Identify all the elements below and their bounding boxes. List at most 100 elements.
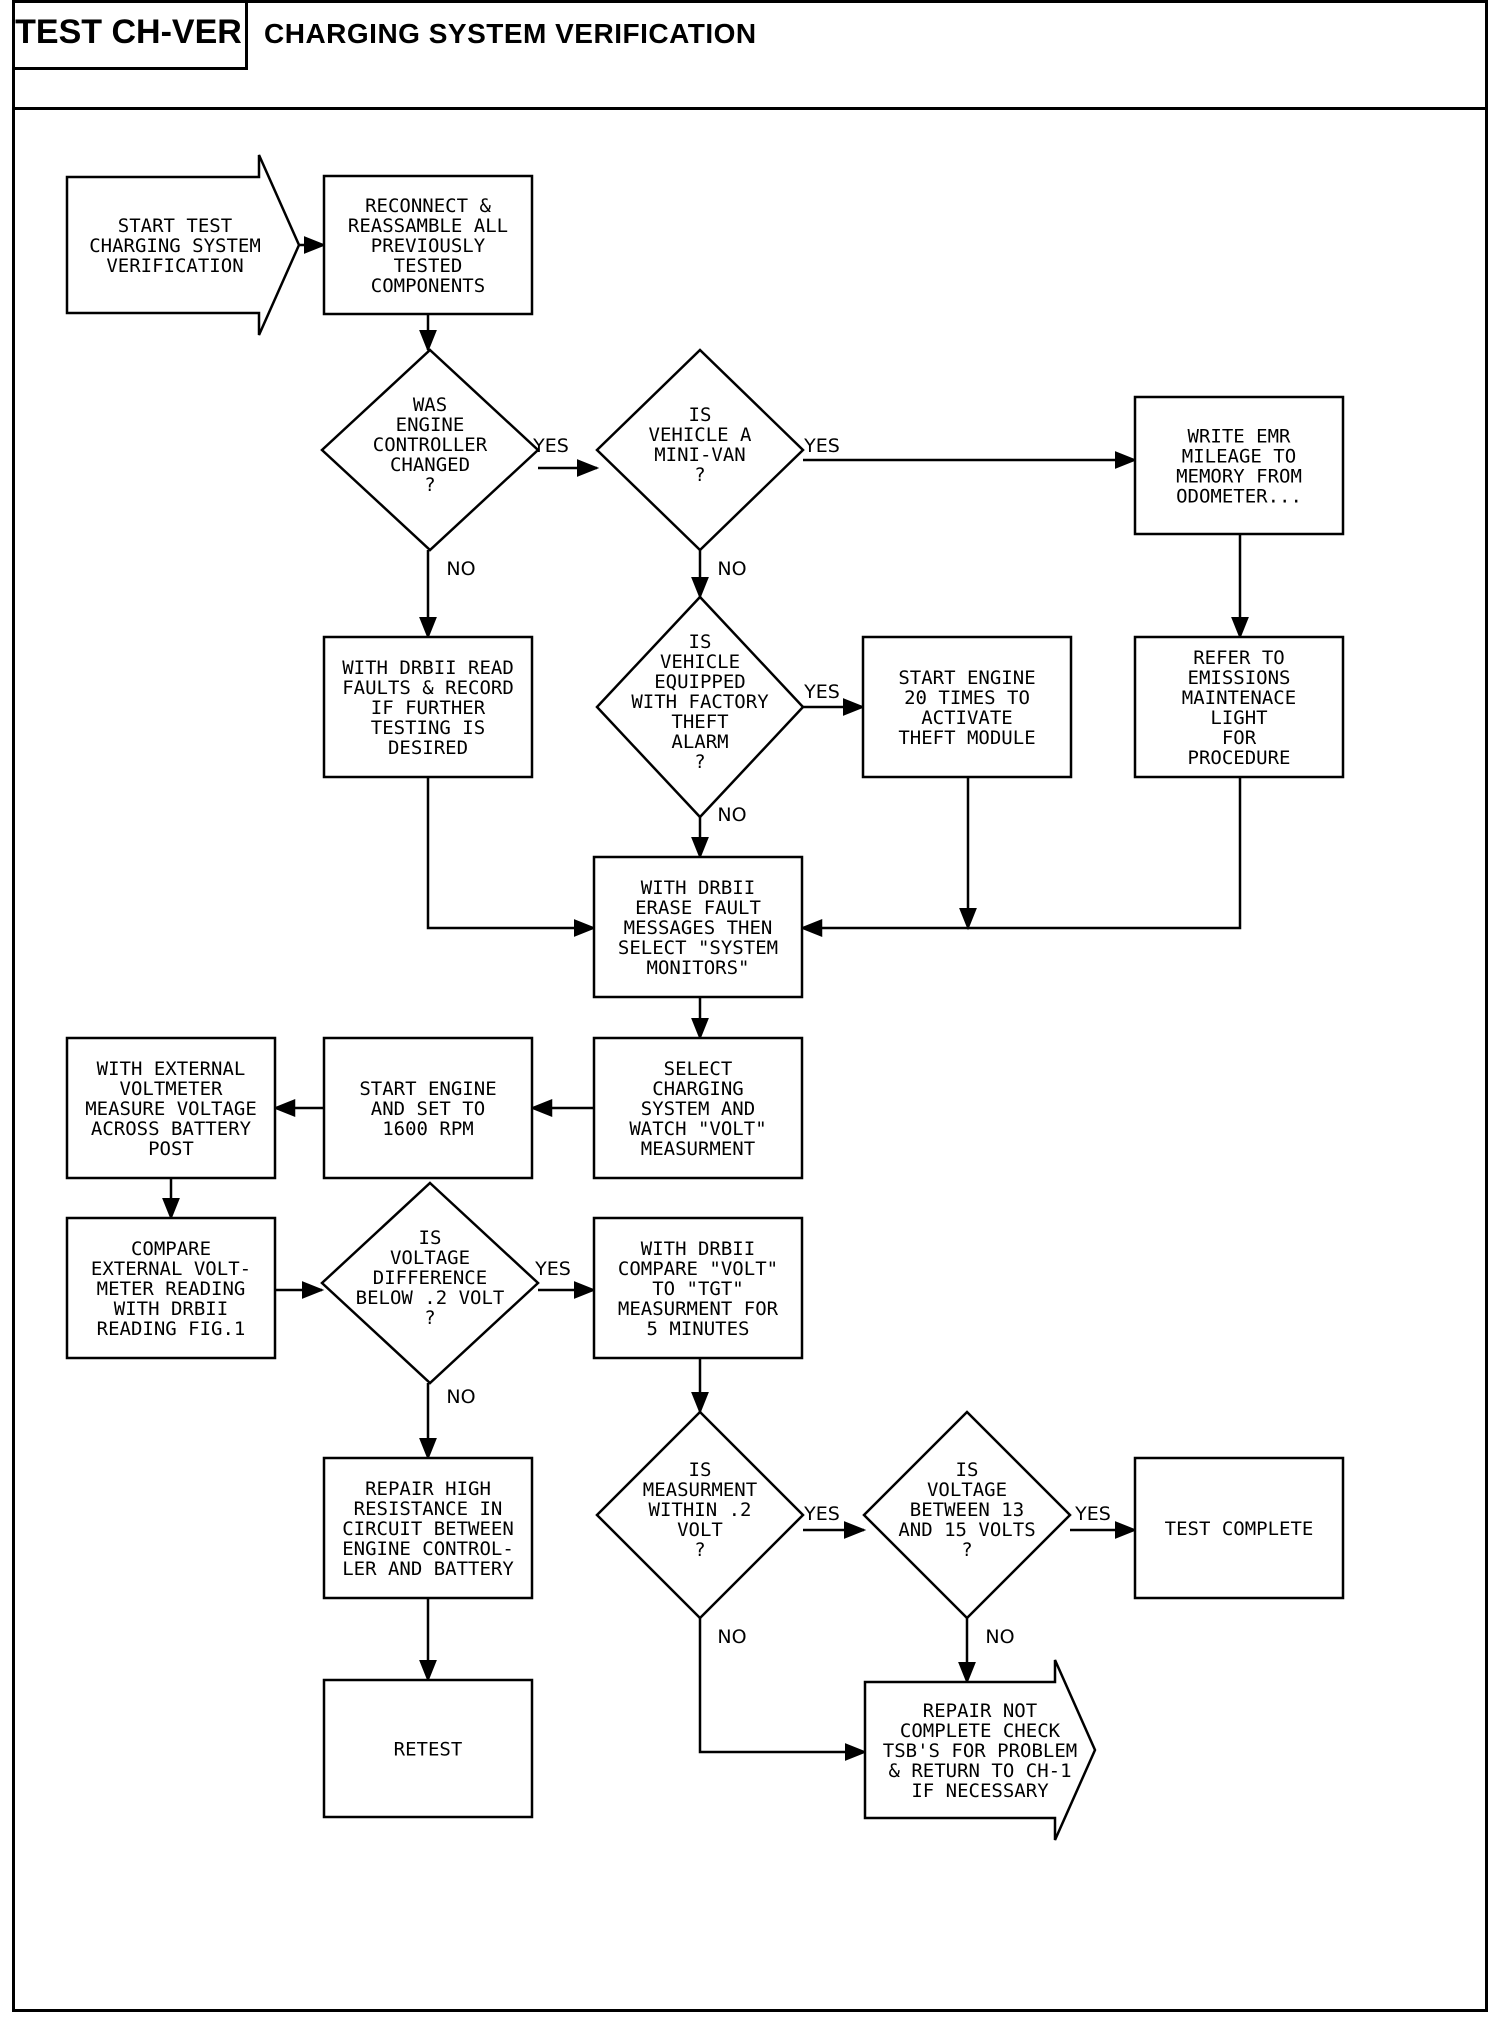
node-text: MAINTENACE bbox=[1182, 687, 1296, 709]
node-text: ? bbox=[424, 1307, 435, 1329]
yes-label: YES bbox=[803, 681, 840, 703]
no-label: NO bbox=[717, 804, 746, 826]
node-text: CHARGING SYSTEM bbox=[89, 235, 261, 257]
node-text: WATCH "VOLT" bbox=[629, 1118, 766, 1140]
page-frame bbox=[12, 0, 1488, 2012]
node-retest: RETEST bbox=[322, 1678, 534, 1819]
node-text: TEST COMPLETE bbox=[1165, 1518, 1314, 1540]
node-text: REFER TO bbox=[1193, 647, 1285, 669]
node-text: WRITE EMR bbox=[1188, 426, 1292, 448]
node-text: START TEST bbox=[118, 215, 232, 237]
node-text: IS bbox=[689, 404, 712, 426]
node-text: BETWEEN 13 bbox=[910, 1499, 1024, 1521]
connector-line bbox=[799, 777, 1242, 937]
connector-line bbox=[426, 777, 597, 937]
node-text: RESISTANCE IN bbox=[354, 1498, 503, 1520]
node-text: VEHICLE bbox=[660, 651, 740, 673]
node-text: 20 TIMES TO bbox=[904, 687, 1030, 709]
node-text: ACTIVATE bbox=[921, 707, 1013, 729]
yes-label: YES bbox=[803, 435, 840, 457]
node-text: MONITORS" bbox=[647, 957, 750, 979]
node-text: WAS bbox=[413, 394, 447, 416]
no-label: NO bbox=[446, 558, 475, 580]
node-text: LER AND BATTERY bbox=[342, 1558, 514, 1580]
node-text: ? bbox=[694, 751, 705, 773]
node-text: FOR bbox=[1222, 727, 1257, 749]
node-text: REPAIR HIGH bbox=[365, 1478, 491, 1500]
node-refer-emissions: REFER TOEMISSIONSMAINTENACELIGHTFORPROCE… bbox=[1133, 635, 1345, 779]
node-text: FAULTS & RECORD bbox=[342, 677, 514, 699]
node-text: ENGINE bbox=[396, 414, 465, 436]
node-text: TO "TGT" bbox=[652, 1278, 744, 1300]
node-text: EXTERNAL VOLT- bbox=[91, 1258, 251, 1280]
node-text: IF NECESSARY bbox=[911, 1780, 1049, 1802]
yes-label: YES bbox=[803, 1503, 840, 1525]
node-text: WITH DRBII bbox=[641, 877, 755, 899]
node-text: AND 15 VOLTS bbox=[898, 1519, 1035, 1541]
node-text: IS bbox=[419, 1227, 442, 1249]
node-text: TESTED bbox=[394, 255, 463, 277]
node-text: ODOMETER... bbox=[1176, 486, 1302, 508]
flow-connectors bbox=[162, 236, 1249, 1761]
node-text: ENGINE CONTROL- bbox=[342, 1538, 514, 1560]
node-text: COMPARE "VOLT" bbox=[618, 1258, 778, 1280]
yes-label: YES bbox=[1074, 1503, 1111, 1525]
connector-line bbox=[698, 1618, 868, 1761]
node-text: MEASURE VOLTAGE bbox=[85, 1098, 257, 1120]
node-text: SYSTEM AND bbox=[641, 1098, 755, 1120]
node-text: TESTING IS bbox=[371, 717, 485, 739]
node-text: MINI-VAN bbox=[654, 444, 746, 466]
node-text: SELECT "SYSTEM bbox=[618, 937, 778, 959]
node-text: ERASE FAULT bbox=[635, 897, 761, 919]
node-text: COMPARE bbox=[131, 1238, 211, 1260]
node-text: VOLTAGE bbox=[390, 1247, 470, 1269]
node-text: READING FIG.1 bbox=[97, 1318, 246, 1340]
node-text: CHARGING bbox=[652, 1078, 744, 1100]
node-text: START ENGINE bbox=[898, 667, 1035, 689]
node-text: START ENGINE bbox=[359, 1078, 496, 1100]
node-text: THEFT MODULE bbox=[898, 727, 1035, 749]
node-text: VERIFICATION bbox=[106, 255, 243, 277]
node-text: MEASURMENT bbox=[643, 1479, 757, 1501]
node-text: POST bbox=[148, 1138, 194, 1160]
node-text: RECONNECT & bbox=[365, 195, 491, 217]
node-text: EQUIPPED bbox=[654, 671, 746, 693]
node-text: SELECT bbox=[664, 1058, 733, 1080]
node-text: VOLTAGE bbox=[927, 1479, 1007, 1501]
node-text: ? bbox=[694, 464, 705, 486]
node-text: WITH DRBII READ bbox=[342, 657, 514, 679]
node-text: TSB'S FOR PROBLEM bbox=[883, 1740, 1077, 1762]
node-text: VEHICLE A bbox=[649, 424, 753, 446]
node-text: COMPLETE CHECK bbox=[900, 1720, 1061, 1742]
page-title: CHARGING SYSTEM VERIFICATION bbox=[264, 18, 757, 49]
header: TEST CH-VER CHARGING SYSTEM VERIFICATION bbox=[12, 0, 1488, 110]
node-text: RETEST bbox=[394, 1739, 463, 1761]
node-text: MILEAGE TO bbox=[1182, 446, 1296, 468]
node-text: DIFFERENCE bbox=[373, 1267, 487, 1289]
node-text: VOLTMETER bbox=[120, 1078, 224, 1100]
node-text: ACROSS BATTERY bbox=[91, 1118, 252, 1140]
node-text: LIGHT bbox=[1210, 707, 1267, 729]
node-text: ? bbox=[961, 1539, 972, 1561]
node-text: THEFT bbox=[671, 711, 728, 733]
node-text: WITHIN .2 bbox=[649, 1499, 752, 1521]
node-text: WITH FACTORY bbox=[631, 691, 769, 713]
node-text: MEASURMENT bbox=[641, 1138, 755, 1160]
no-label: NO bbox=[717, 1626, 746, 1648]
node-text: COMPONENTS bbox=[371, 275, 485, 297]
node-reconnect: RECONNECT &REASSAMBLE ALLPREVIOUSLYTESTE… bbox=[322, 174, 534, 316]
node-text: BELOW .2 VOLT bbox=[356, 1287, 505, 1309]
